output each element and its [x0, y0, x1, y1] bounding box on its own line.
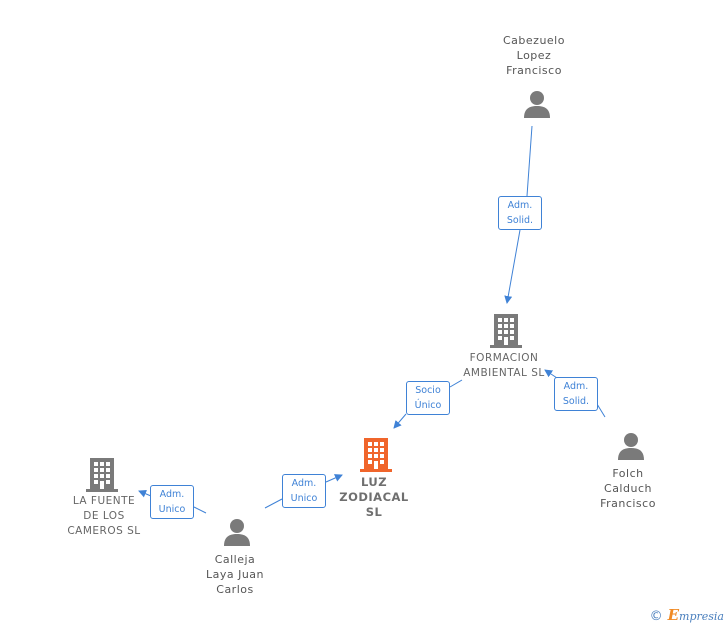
empresia-logo[interactable]: © E mpresia [650, 606, 724, 624]
building-icon[interactable] [490, 312, 522, 348]
edge-label-calleja-lafuente: Adm. Unico [150, 485, 194, 519]
node-label-folch[interactable]: Folch Calduch Francisco [600, 467, 656, 510]
edge-calleja-luz [264, 475, 342, 509]
edge-calleja-lafuente [139, 491, 207, 514]
brand-initial: E [667, 606, 680, 624]
edge-label-calleja-luz: Adm. Unico [282, 474, 326, 508]
node-label-formacion[interactable]: FORMACION AMBIENTAL SL [463, 352, 545, 379]
edge-label-formacion-luz: Socio Único [406, 381, 450, 415]
edge-formacion-luz [394, 379, 463, 428]
building-icon[interactable] [360, 436, 392, 472]
edge-label-folch-formacion: Adm. Solid. [554, 377, 598, 411]
person-icon[interactable] [616, 431, 646, 461]
person-icon[interactable] [222, 517, 252, 547]
node-label-luz[interactable]: LUZ ZODIACAL SL [339, 475, 409, 519]
node-label-cabezuelo[interactable]: Cabezuelo Lopez Francisco [503, 34, 565, 77]
edge-label-cabezuelo-formacion: Adm. Solid. [498, 196, 542, 230]
person-icon[interactable] [522, 89, 552, 119]
copyright-icon: © [649, 609, 663, 624]
node-label-lafuente[interactable]: LA FUENTE DE LOS CAMEROS SL [67, 495, 141, 537]
edge-cabezuelo-formacion [507, 125, 533, 303]
building-icon[interactable] [86, 456, 118, 492]
brand-name: mpresia [679, 610, 724, 623]
node-label-calleja[interactable]: Calleja Laya Juan Carlos [205, 553, 265, 596]
